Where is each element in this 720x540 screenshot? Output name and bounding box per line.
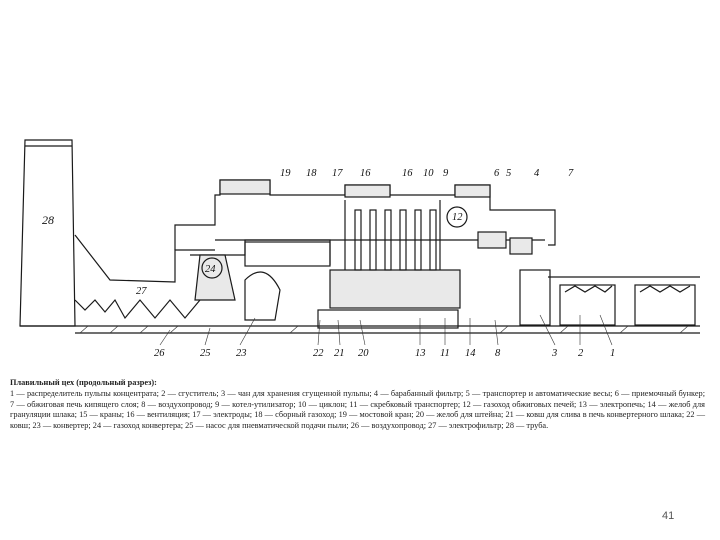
bridge-crane <box>244 241 331 267</box>
label-14: 14 <box>465 348 476 359</box>
label-8: 8 <box>495 348 501 359</box>
electrofilter-hoppers <box>74 298 201 320</box>
label-17: 17 <box>332 168 343 179</box>
label-12: 12 <box>452 212 463 223</box>
label-26: 26 <box>154 348 165 359</box>
label-11: 11 <box>440 348 450 359</box>
chimney <box>19 139 76 327</box>
caption-text: 1 — распределитель пульпы концентрата; 2… <box>10 389 705 430</box>
label-19: 19 <box>280 168 291 179</box>
roof-monitor-2 <box>344 184 391 198</box>
label-20: 20 <box>358 348 369 359</box>
label-4: 4 <box>534 168 540 179</box>
figure-caption: Плавильный цех (продольный разрез): 1 — … <box>10 378 705 431</box>
pulp-distributor <box>634 284 696 326</box>
label-28: 28 <box>42 213 54 227</box>
label-18: 18 <box>306 168 317 179</box>
thickener <box>559 284 616 326</box>
cyclone <box>446 206 468 228</box>
label-24: 24 <box>205 264 216 275</box>
label-27: 27 <box>136 286 147 297</box>
label-10: 10 <box>423 168 434 179</box>
matte-launder <box>317 309 459 329</box>
label-21: 21 <box>334 348 345 359</box>
electrodes <box>354 209 437 271</box>
label-22: 22 <box>313 348 324 359</box>
label-16a: 16 <box>360 168 371 179</box>
label-13: 13 <box>415 348 426 359</box>
label-6: 6 <box>494 168 500 179</box>
label-25: 25 <box>200 348 211 359</box>
label-3: 3 <box>551 348 557 359</box>
label-5: 5 <box>506 168 511 179</box>
converter-24 <box>201 257 223 279</box>
page-number: 41 <box>662 510 675 522</box>
roof-monitor-1 <box>219 179 271 195</box>
storage-tank <box>519 269 551 326</box>
electric-furnace <box>329 269 461 309</box>
label-7: 7 <box>568 168 574 179</box>
converter <box>244 271 281 321</box>
flue-slope <box>74 234 215 283</box>
roof-monitor-3 <box>454 184 491 198</box>
roasting-furnace <box>477 231 507 249</box>
drum-filter <box>509 237 533 255</box>
caption-title: Плавильный цех (продольный разрез): <box>10 378 157 387</box>
label-9: 9 <box>443 168 449 179</box>
label-23: 23 <box>236 348 247 359</box>
label-2: 2 <box>578 348 584 359</box>
label-16b: 16 <box>402 168 413 179</box>
label-1: 1 <box>610 348 615 359</box>
